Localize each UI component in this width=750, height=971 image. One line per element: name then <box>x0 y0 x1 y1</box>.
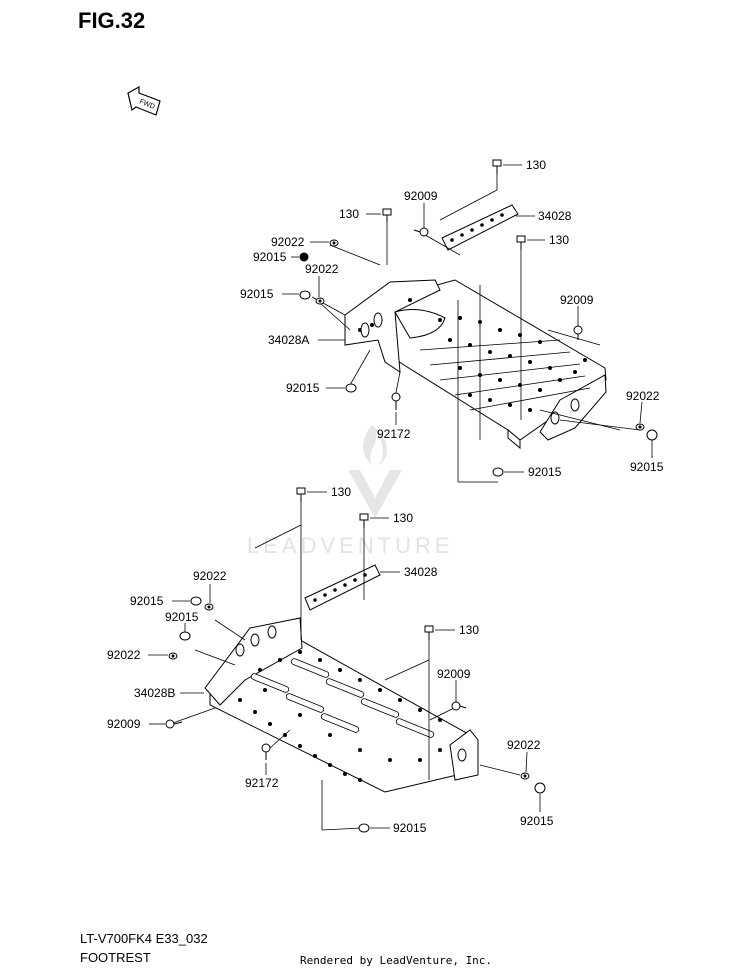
lower-bolt-top-icon <box>296 487 306 502</box>
lower-screw-a-icon <box>165 719 183 729</box>
label-130: 130 <box>549 233 569 247</box>
figure-description: FOOTREST <box>80 950 151 965</box>
label-92009: 92009 <box>404 189 438 203</box>
label-92015: 92015 <box>520 814 554 828</box>
label-92015: 92015 <box>130 594 164 608</box>
upper-footrest-assembly <box>282 159 658 483</box>
lower-bolt-right-icon <box>424 625 434 640</box>
lower-bolt-bottom-icon <box>261 743 271 760</box>
lower-side-bracket <box>204 617 303 706</box>
label-92022: 92022 <box>507 738 541 752</box>
label-92015: 92015 <box>393 821 427 835</box>
fwd-arrow-icon: FWD <box>127 85 161 116</box>
upper-washer-a-icon <box>329 239 339 247</box>
label-34028: 34028 <box>538 209 572 223</box>
label-92172: 92172 <box>245 776 279 790</box>
label-130: 130 <box>331 485 351 499</box>
label-92022: 92022 <box>107 648 141 662</box>
model-code: LT-V700FK4 E33_032 <box>80 931 208 946</box>
label-92022: 92022 <box>626 389 660 403</box>
render-credit: Rendered by LeadVenture, Inc. <box>300 954 493 967</box>
upper-rubber-strip <box>441 204 519 251</box>
lower-screw-b-icon <box>451 701 467 711</box>
upper-nut-a-icon <box>299 252 309 262</box>
label-92015: 92015 <box>253 250 287 264</box>
upper-washer-c-icon <box>635 423 645 431</box>
upper-nut-b-icon <box>299 290 311 300</box>
figure-title: FIG.32 <box>78 8 146 33</box>
label-34028: 34028 <box>404 565 438 579</box>
lower-nut-d-icon <box>358 823 370 833</box>
upper-bolt-left-icon <box>382 208 392 222</box>
lower-labels: 130 130 34028 92022 92015 92015 92022 34… <box>107 485 554 835</box>
lower-bolt-mid-icon <box>359 513 369 528</box>
upper-nut-e-icon <box>492 467 504 477</box>
label-92009: 92009 <box>437 667 471 681</box>
upper-bolt-top-icon <box>492 159 502 174</box>
lower-washer-c-icon <box>520 772 530 780</box>
label-92172: 92172 <box>377 427 411 441</box>
watermark: LEADVENTURE <box>247 425 454 558</box>
label-92015: 92015 <box>240 287 274 301</box>
label-130: 130 <box>526 158 546 172</box>
upper-nut-c-icon <box>345 383 357 393</box>
lower-washer-b-icon <box>168 652 178 660</box>
label-92009: 92009 <box>560 293 594 307</box>
label-130: 130 <box>339 207 359 221</box>
upper-side-bracket <box>344 279 441 373</box>
label-92022: 92022 <box>271 235 305 249</box>
lower-washer-a-icon <box>204 603 214 611</box>
label-92015: 92015 <box>165 610 199 624</box>
label-34028B: 34028B <box>134 686 175 700</box>
label-92015: 92015 <box>630 460 664 474</box>
label-92015: 92015 <box>286 381 320 395</box>
watermark-text: LEADVENTURE <box>247 533 454 558</box>
lower-nut-c-icon <box>534 782 546 794</box>
label-130: 130 <box>393 511 413 525</box>
upper-nut-d-icon <box>646 429 658 441</box>
lower-footrest-assembly <box>148 487 546 833</box>
upper-bolt-bottom-icon <box>391 392 401 410</box>
label-92022: 92022 <box>305 262 339 276</box>
upper-washer-b-icon <box>315 297 325 305</box>
upper-labels: 130 130 130 92009 34028 92022 92015 9202… <box>240 158 664 479</box>
label-92022: 92022 <box>193 569 227 583</box>
label-34028A: 34028A <box>268 333 309 347</box>
lower-nut-a-icon <box>190 596 202 606</box>
lower-nut-b-icon <box>179 631 191 641</box>
lower-rubber-strip <box>304 564 381 611</box>
upper-screw-a-icon <box>413 227 429 237</box>
label-130: 130 <box>459 623 479 637</box>
label-92009: 92009 <box>107 717 141 731</box>
label-92015: 92015 <box>528 465 562 479</box>
upper-bolt-right-icon <box>516 235 526 250</box>
